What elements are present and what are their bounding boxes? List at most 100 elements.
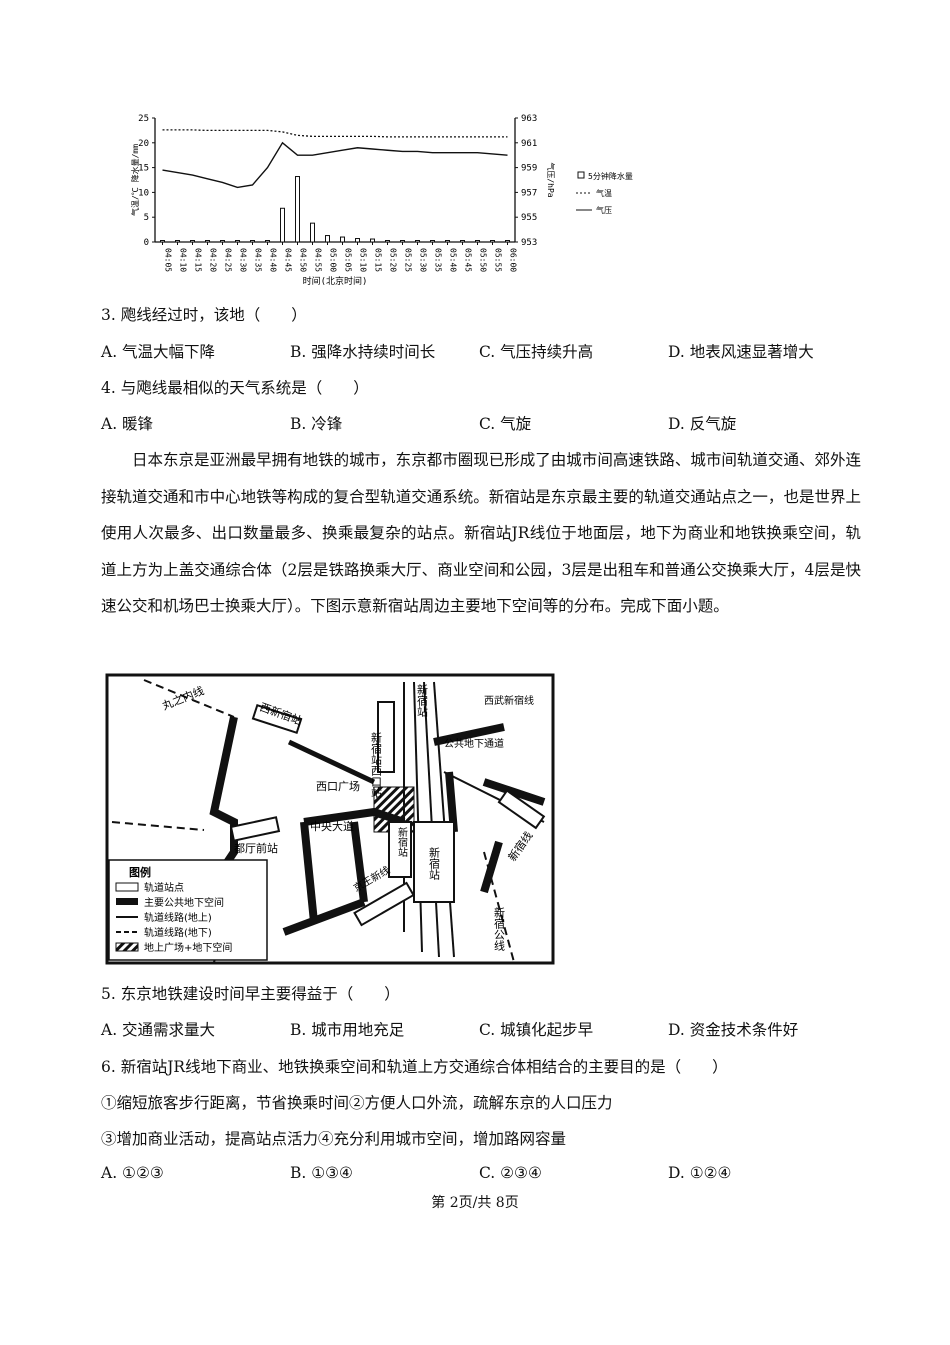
legend-swatch-station (115, 882, 139, 892)
q5-stem: 5. 东京地铁建设时间早主要得益于（ ） (101, 985, 400, 1003)
x-tick-label: 04:30 (239, 248, 248, 272)
q5-option-d[interactable]: D. 资金技术条件好 (668, 1021, 799, 1039)
legend-title: 图例 (129, 865, 151, 879)
pressure-line (162, 141, 508, 189)
q4-option-a[interactable]: A. 暖锋 (101, 415, 154, 433)
legend-item-rail-above: 轨道线路(地上) (144, 911, 212, 924)
right-tick-label: 957 (521, 188, 537, 198)
page-footer: 第 2页/共 8页 (431, 1195, 519, 1211)
q6-statement-line1: ①缩短旅客步行距离，节省换乘时间②方便人口外流，疏解东京的人口压力 (101, 1094, 613, 1112)
precip-bar (280, 207, 285, 243)
precip-bar (415, 240, 420, 243)
x-tick-label: 05:55 (494, 248, 503, 272)
shinjuku-map-svg: 丸之内线 西新宿站 新宿站西口站 新宿站 西武新宿线 公共地下通道 西口广场 中… (105, 673, 555, 965)
q4-option-c[interactable]: C. 气旋 (479, 415, 532, 433)
q3-option-c[interactable]: C. 气压持续升高 (479, 343, 594, 361)
precip-bar (265, 240, 270, 243)
q3-option-d[interactable]: D. 地表风速显著增大 (668, 343, 814, 361)
q3-stem: 3. 飑线经过时，该地（ ） (101, 306, 307, 324)
q6-option-d[interactable]: D. ①②④ (668, 1164, 732, 1182)
precip-bar (220, 240, 225, 243)
jr-line-3 (423, 681, 440, 958)
precip-bar (295, 176, 300, 243)
legend-swatch-precip (577, 171, 585, 179)
x-tick-label: 04:40 (269, 248, 278, 272)
precip-bar (250, 240, 255, 243)
x-tick-label: 05:40 (449, 248, 458, 272)
southeast-underground (480, 840, 503, 894)
right-tick-label: 963 (521, 114, 537, 124)
x-tick-label: 04:10 (179, 248, 188, 272)
left-tick-label: 5 (144, 213, 149, 223)
x-tick-label: 04:25 (224, 248, 233, 272)
precip-bar (400, 240, 405, 243)
precip-bar (355, 238, 360, 243)
passage: 日本东京是亚洲最早拥有地铁的城市，东京都市圈现已形成了由城市间高速铁路、城市间轨… (101, 451, 861, 615)
precip-bar (160, 240, 165, 243)
q3-option-b[interactable]: B. 强降水持续时间长 (290, 343, 436, 361)
map-legend: 图例 轨道站点 主要公共地下空间 轨道线路(地上) 轨道线路(地下) 地上广场+… (108, 859, 268, 961)
legend-item-station: 轨道站点 (144, 881, 184, 894)
precip-bar (385, 240, 390, 243)
q5-option-a[interactable]: A. 交通需求量大 (101, 1021, 216, 1039)
left-tick-label: 15 (138, 164, 149, 174)
q6-option-c[interactable]: C. ②③④ (479, 1164, 542, 1182)
right-axis-label: 气压/hPa (546, 162, 556, 197)
q5-option-c[interactable]: C. 城镇化起步早 (479, 1021, 594, 1039)
precip-bar (205, 240, 210, 243)
x-tick-label: 04:05 (164, 248, 173, 272)
underground-west (209, 716, 238, 870)
label-seibu: 西武新宿线 (484, 694, 534, 707)
precip-bar (325, 235, 330, 243)
right-tick-label: 955 (521, 213, 537, 223)
precip-bar (370, 238, 375, 243)
right-tick-label: 959 (521, 164, 537, 174)
x-tick-label: 04:55 (314, 248, 323, 272)
label-shinjuku-nishiguchi: 新宿站西口站 (370, 731, 383, 799)
precip-bar (490, 240, 495, 243)
x-tick-label: 05:45 (464, 248, 473, 272)
q3-option-a[interactable]: A. 气温大幅下降 (101, 343, 216, 361)
underground-vertical (350, 821, 368, 903)
east-underground (433, 723, 505, 746)
precip-bar (505, 240, 510, 243)
x-tick-label: 04:15 (194, 248, 203, 272)
legend-swatch-plaza (115, 942, 139, 952)
precip-bar (460, 240, 465, 243)
q6-option-a[interactable]: A. ①②③ (101, 1164, 164, 1182)
x-tick-label: 04:50 (299, 248, 308, 272)
shinjuku-small-station (388, 821, 412, 878)
east-connector (482, 778, 546, 806)
x-tick-label: 04:45 (284, 248, 293, 272)
legend-temp: 气温 (596, 188, 612, 198)
jr-line-4 (433, 681, 455, 958)
x-tick-label: 05:25 (404, 248, 413, 272)
shinjuku-line-station (497, 789, 546, 830)
q6-statement-line2: ③增加商业活动，提高站点活力④充分利用城市空间，增加路网容量 (101, 1130, 567, 1148)
shinjuku-map: 丸之内线 西新宿站 新宿站西口站 新宿站 西武新宿线 公共地下通道 西口广场 中… (104, 672, 556, 966)
keio-station (353, 881, 415, 927)
label-shinjuku-main: 新宿站 (428, 846, 441, 881)
legend-item-plaza: 地上广场+地下空间 (144, 941, 232, 954)
x-tick-label: 05:35 (434, 248, 443, 272)
x-tick-label: 05:20 (389, 248, 398, 272)
label-ji: 新宿公线 (493, 906, 506, 951)
q5-option-b[interactable]: B. 城市用地充足 (290, 1021, 405, 1039)
x-axis-label: 时间(北京时间) (303, 275, 368, 287)
left-tick-label: 25 (138, 114, 149, 124)
marunouchi-line-mid (287, 739, 376, 785)
marunouchi-line-west (143, 679, 235, 718)
x-tick-label: 05:50 (479, 248, 488, 272)
right-tick-label: 961 (521, 139, 537, 149)
q4-option-b[interactable]: B. 冷锋 (290, 415, 343, 433)
oedo-line-west (111, 821, 205, 831)
q4-option-d[interactable]: D. 反气旋 (668, 415, 737, 433)
shinjuku-nishiguchi-station (377, 701, 395, 773)
q6-option-b[interactable]: B. ①③④ (290, 1164, 353, 1182)
precip-bar (430, 240, 435, 243)
x-tick-label: 04:20 (209, 248, 218, 272)
q4-stem: 4. 与飑线最相似的天气系统是（ ） (101, 379, 369, 397)
x-tick-label: 05:05 (344, 248, 353, 272)
label-underpass: 公共地下通道 (444, 737, 504, 750)
label-tochomae: 都厅前站 (234, 841, 278, 855)
